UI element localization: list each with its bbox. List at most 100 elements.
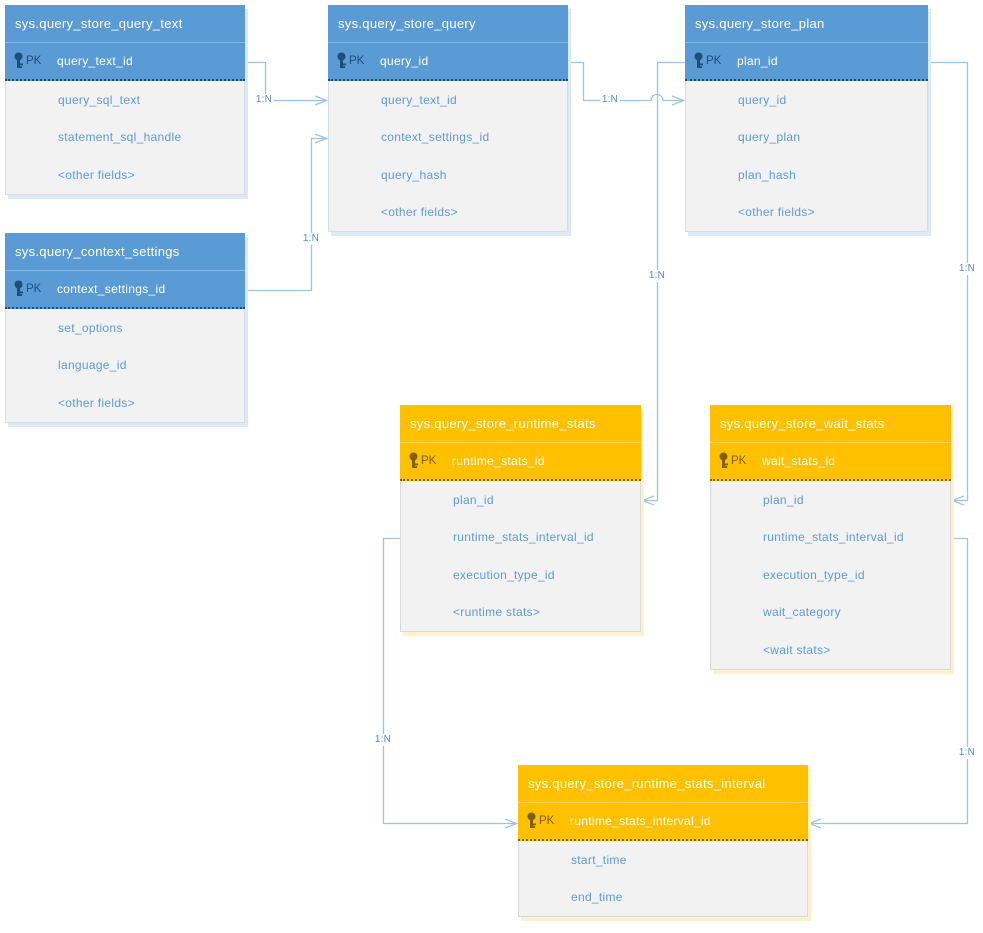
field-name: plan_id: [763, 492, 804, 507]
pk-field-name: query_id: [380, 54, 429, 68]
field-list: set_options language_id <other fields>: [5, 309, 245, 423]
field-row: <other fields>: [686, 194, 927, 232]
table-title: sys.query_store_runtime_stats: [400, 405, 641, 443]
pk-badge: PK: [706, 55, 722, 67]
key-icon: [13, 280, 25, 298]
cardinality-label: 1:N: [956, 263, 978, 275]
field-name: <wait stats>: [763, 642, 831, 657]
cardinality-label: 1:N: [300, 233, 322, 245]
field-row: end_time: [519, 879, 807, 917]
field-row: plan_id: [711, 481, 950, 519]
field-name: end_time: [571, 890, 623, 905]
entity-query-store-query: sys.query_store_query PK query_id query_…: [328, 5, 568, 232]
field-name: plan_id: [453, 492, 494, 507]
pk-field-name: query_text_id: [57, 54, 133, 68]
field-name: <other fields>: [58, 395, 135, 410]
cardinality-label: 1:N: [253, 94, 275, 106]
table-title-text: sys.query_store_plan: [695, 16, 825, 31]
field-row: plan_id: [401, 481, 640, 519]
field-name: runtime_stats_interval_id: [453, 530, 594, 545]
table-title-text: sys.query_store_wait_stats: [720, 416, 885, 431]
field-name: language_id: [58, 358, 127, 373]
pk-badge: PK: [26, 55, 42, 67]
cardinality-label: 1:N: [372, 734, 394, 746]
field-name: query_hash: [381, 167, 447, 182]
entity-query-context-settings: sys.query_context_settings PK context_se…: [5, 233, 245, 423]
entity-query-store-query-text: sys.query_store_query_text PK query_text…: [5, 5, 245, 195]
field-row: <other fields>: [6, 384, 244, 422]
field-row: <other fields>: [329, 194, 567, 232]
field-row: language_id: [6, 347, 244, 385]
pk-field-name: runtime_stats_interval_id: [570, 814, 711, 828]
table-title: sys.query_store_query: [328, 5, 568, 43]
key-icon: [13, 52, 25, 70]
field-list: query_text_id context_settings_id query_…: [328, 81, 568, 232]
field-list: query_id query_plan plan_hash <other fie…: [685, 81, 928, 232]
field-name: <runtime stats>: [453, 605, 541, 620]
field-name: query_plan: [738, 130, 801, 145]
field-name: <other fields>: [381, 205, 458, 220]
field-row: query_plan: [686, 119, 927, 157]
entity-query-store-wait-stats: sys.query_store_wait_stats PK wait_stats…: [710, 405, 951, 670]
key-icon: [336, 52, 348, 70]
connector-query-to-plan: [568, 61, 686, 106]
pk-badge: PK: [349, 55, 365, 67]
field-name: plan_hash: [738, 167, 797, 182]
pk-field-name: wait_stats_id: [762, 454, 836, 468]
field-row: query_text_id: [329, 81, 567, 119]
entity-query-store-plan: sys.query_store_plan PK plan_id query_id…: [685, 5, 928, 232]
key-icon: [408, 452, 420, 470]
field-name: context_settings_id: [381, 130, 490, 145]
table-title-text: sys.query_store_query: [338, 16, 476, 31]
table-title: sys.query_store_plan: [685, 5, 928, 43]
field-name: set_options: [58, 320, 123, 335]
pk-badge: PK: [539, 815, 555, 827]
field-name: query_id: [738, 92, 787, 107]
table-title: sys.query_context_settings: [5, 233, 245, 271]
primary-key-row: PK context_settings_id: [5, 271, 245, 309]
table-title: sys.query_store_query_text: [5, 5, 245, 43]
connector-contextsettings-to-query: [245, 133, 329, 292]
primary-key-row: PK query_text_id: [5, 43, 245, 81]
field-row: runtime_stats_interval_id: [401, 519, 640, 557]
cardinality-label: 1:N: [956, 747, 978, 759]
field-row: <runtime stats>: [401, 594, 640, 632]
field-row: set_options: [6, 309, 244, 347]
key-icon: [526, 812, 538, 830]
field-name: wait_category: [763, 605, 841, 620]
field-row: query_hash: [329, 156, 567, 194]
field-list: plan_id runtime_stats_interval_id execut…: [710, 481, 951, 670]
primary-key-row: PK wait_stats_id: [710, 443, 951, 481]
field-row: query_id: [686, 81, 927, 119]
field-list: start_time end_time: [518, 841, 808, 917]
key-icon: [693, 52, 705, 70]
field-row: runtime_stats_interval_id: [711, 519, 950, 557]
field-list: query_sql_text statement_sql_handle <oth…: [5, 81, 245, 195]
field-name: runtime_stats_interval_id: [763, 530, 904, 545]
field-row: statement_sql_handle: [6, 119, 244, 157]
key-icon: [718, 452, 730, 470]
field-row: query_sql_text: [6, 81, 244, 119]
field-list: plan_id runtime_stats_interval_id execut…: [400, 481, 641, 632]
cardinality-label: 1:N: [646, 270, 668, 282]
field-row: plan_hash: [686, 156, 927, 194]
pk-field-name: runtime_stats_id: [452, 454, 545, 468]
pk-badge: PK: [731, 455, 747, 467]
primary-key-row: PK query_id: [328, 43, 568, 81]
field-name: execution_type_id: [453, 567, 555, 582]
field-row: context_settings_id: [329, 119, 567, 157]
field-row: <wait stats>: [711, 631, 950, 669]
table-title: sys.query_store_wait_stats: [710, 405, 951, 443]
table-title-text: sys.query_store_query_text: [15, 16, 183, 31]
cardinality-label: 1:N: [599, 94, 621, 106]
field-name: query_text_id: [381, 92, 457, 107]
field-row: execution_type_id: [711, 556, 950, 594]
field-row: <other fields>: [6, 156, 244, 194]
table-title: sys.query_store_runtime_stats_interval: [518, 765, 808, 803]
pk-field-name: plan_id: [737, 54, 778, 68]
field-name: start_time: [571, 852, 627, 867]
pk-field-name: context_settings_id: [57, 282, 166, 296]
pk-badge: PK: [421, 455, 437, 467]
primary-key-row: PK runtime_stats_id: [400, 443, 641, 481]
primary-key-row: PK plan_id: [685, 43, 928, 81]
